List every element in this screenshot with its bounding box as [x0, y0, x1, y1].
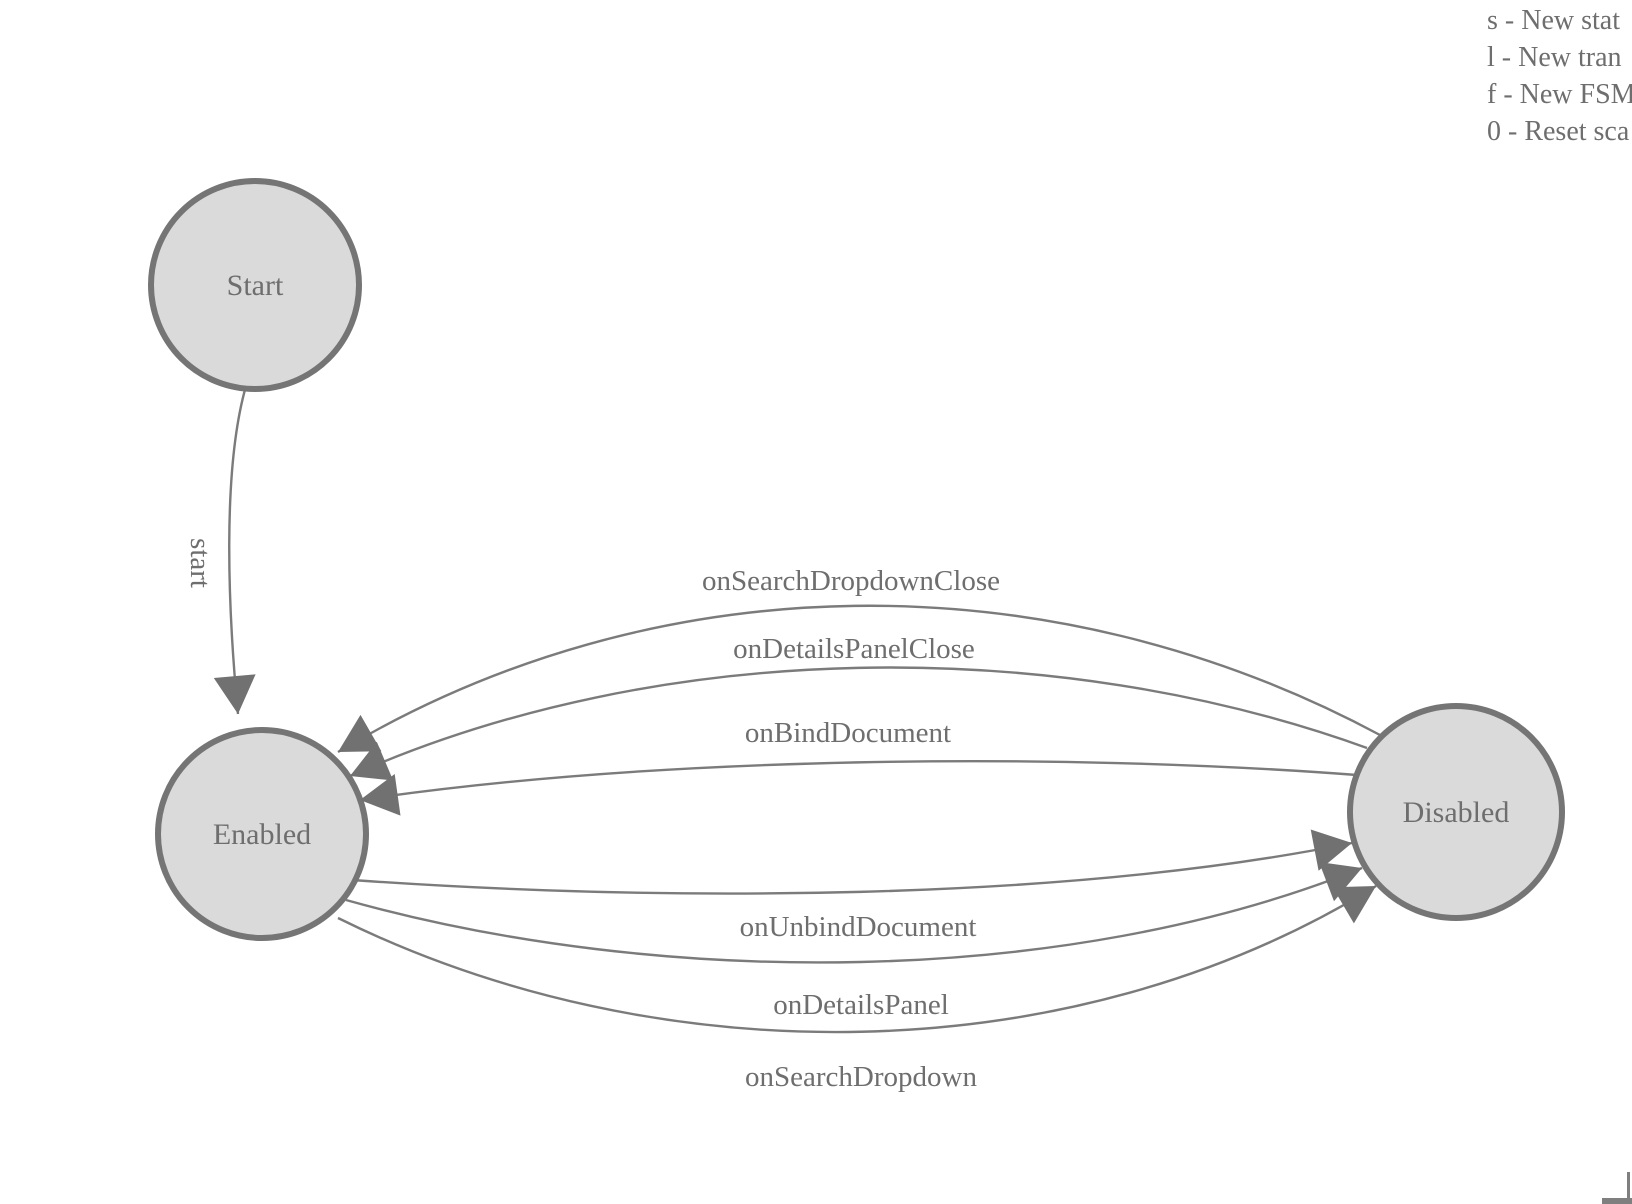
state-node-disabled[interactable]: [1347, 703, 1565, 921]
transition-edge-onDetailsPanel[interactable]: [345, 866, 1363, 964]
state-node-enabled[interactable]: [155, 727, 369, 941]
transition-edge-onUnbindDocument[interactable]: [351, 841, 1353, 895]
transition-edge-onSearchDropdownClose[interactable]: [337, 604, 1381, 754]
arrowhead-onBindDocument: [360, 774, 401, 816]
state-node-start[interactable]: [148, 178, 362, 392]
arrowhead-onDetailsPanelClose: [350, 741, 394, 781]
canvas-corner-vertical-edge: [1627, 1172, 1630, 1204]
transition-edge-onSearchDropdown[interactable]: [337, 884, 1377, 1034]
edges-layer: [228, 385, 1381, 1034]
state-label-disabled: Disabled: [1403, 796, 1510, 829]
state-label-start: Start: [227, 269, 284, 302]
arrowheads-layer: [213, 674, 1376, 924]
edge-label-onDetailsPanelClose: onDetailsPanelClose: [733, 633, 975, 665]
legend-line-new-transition: l - New tran: [1487, 42, 1622, 73]
legend-line-new-state: s - New stat: [1487, 5, 1620, 36]
shortcut-legend: s - New stat l - New tran f - New FSM 0 …: [1487, 2, 1632, 150]
edge-label-onSearchDropdown: onSearchDropdown: [745, 1061, 977, 1093]
transition-edge-onDetailsPanelClose[interactable]: [349, 666, 1368, 778]
canvas-corner-horizontal-edge: [1602, 1198, 1632, 1204]
edge-labels-layer: start onSearchDropdownClose onDetailsPanel…: [184, 538, 1000, 1093]
arrowhead-onSearchDropdownClose: [338, 714, 382, 752]
legend-line-new-fsm: f - New FSM: [1487, 79, 1632, 110]
arrowhead-onUnbindDocument: [1310, 829, 1352, 871]
legend-line-reset: 0 - Reset sca: [1487, 116, 1630, 147]
arrowhead-onSearchDropdown: [1332, 886, 1376, 924]
arrowhead-onDetailsPanel: [1319, 862, 1362, 902]
arrowhead-start-transition: [213, 674, 256, 714]
edge-label-onBindDocument: onBindDocument: [745, 717, 951, 749]
edge-label-onUnbindDocument: onUnbindDocument: [740, 911, 977, 943]
edge-label-onSearchDropdownClose: onSearchDropdownClose: [702, 565, 1000, 597]
transition-edge-start-transition[interactable]: [228, 385, 248, 715]
edge-label-start-transition: start: [184, 538, 216, 588]
edge-label-onDetailsPanel: onDetailsPanel: [773, 989, 949, 1021]
state-label-enabled: Enabled: [213, 818, 311, 851]
transition-edge-onBindDocument[interactable]: [359, 760, 1358, 802]
